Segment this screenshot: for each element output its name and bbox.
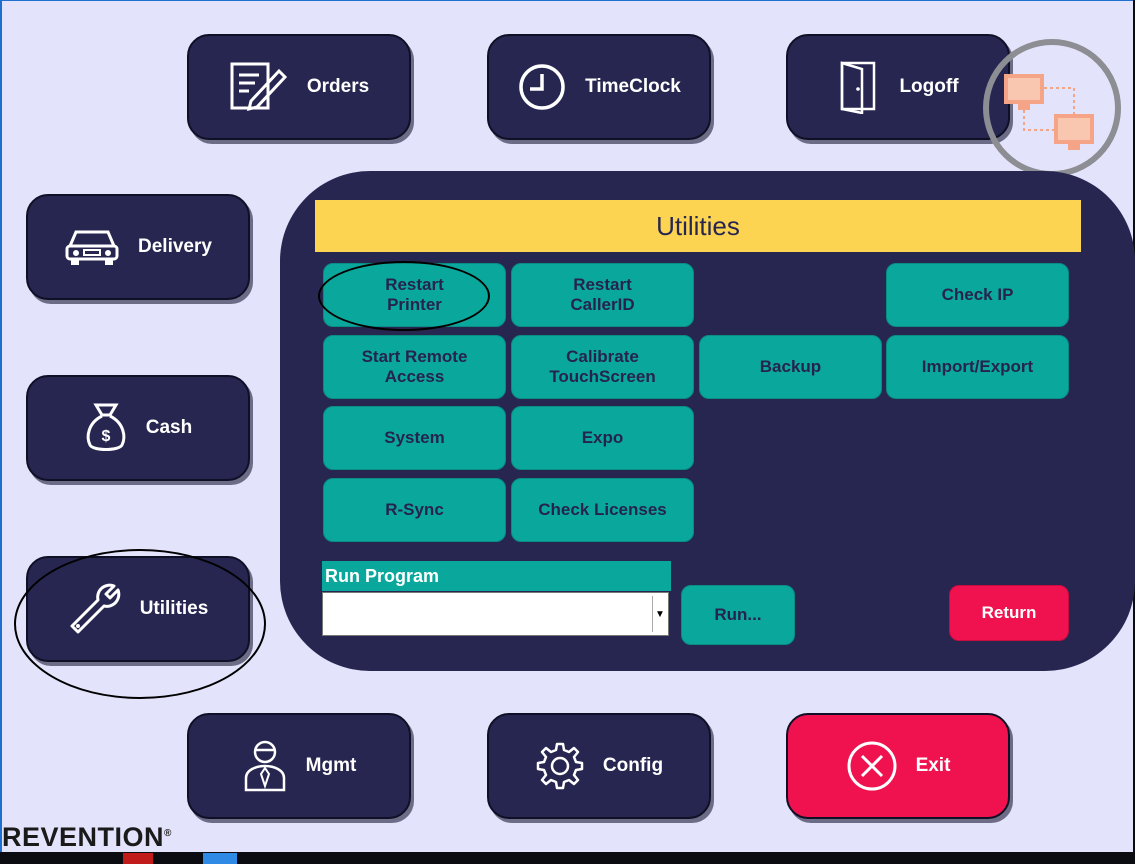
exit-button[interactable]: Exit <box>786 713 1010 819</box>
close-circle-icon <box>846 740 898 792</box>
config-button[interactable]: Config <box>487 713 711 819</box>
restart-printer-button[interactable]: Restart Printer <box>323 263 506 327</box>
taskbar-app-icon[interactable] <box>123 853 153 864</box>
dropdown-arrow-icon[interactable]: ▼ <box>652 596 667 632</box>
import-export-button[interactable]: Import/Export <box>886 335 1069 399</box>
clock-icon <box>517 62 567 112</box>
check-ip-button[interactable]: Check IP <box>886 263 1069 327</box>
wrench-icon <box>68 582 122 636</box>
run-program-select[interactable]: ▼ <box>322 592 669 636</box>
edit-document-icon <box>229 61 289 113</box>
config-label: Config <box>602 755 664 776</box>
orders-label: Orders <box>306 76 370 97</box>
delivery-button[interactable]: Delivery <box>26 194 250 300</box>
gear-icon <box>535 741 585 791</box>
start-remote-access-button[interactable]: Start Remote Access <box>323 335 506 399</box>
orders-button[interactable]: Orders <box>187 34 411 140</box>
revention-logo: REVENTION® <box>2 822 172 852</box>
logoff-label: Logoff <box>899 76 959 97</box>
cash-label: Cash <box>145 417 193 438</box>
exit-label: Exit <box>915 755 951 776</box>
network-status-icon <box>983 39 1121 177</box>
delivery-label: Delivery <box>138 236 212 257</box>
system-button[interactable]: System <box>323 406 506 470</box>
r-sync-button[interactable]: R-Sync <box>323 478 506 542</box>
run-button[interactable]: Run... <box>681 585 795 645</box>
logoff-button[interactable]: Logoff <box>786 34 1010 140</box>
svg-text:$: $ <box>101 428 110 445</box>
door-icon <box>837 60 881 114</box>
check-licenses-button[interactable]: Check Licenses <box>511 478 694 542</box>
run-program-label: Run Program <box>322 561 671 591</box>
expo-button[interactable]: Expo <box>511 406 694 470</box>
money-bag-icon: $ <box>84 403 128 453</box>
calibrate-touchscreen-button[interactable]: Calibrate TouchScreen <box>511 335 694 399</box>
timeclock-label: TimeClock <box>585 76 681 97</box>
restart-callerid-button[interactable]: Restart CallerID <box>511 263 694 327</box>
cash-button[interactable]: $ Cash <box>26 375 250 481</box>
car-icon <box>64 226 120 268</box>
taskbar-app-icon[interactable] <box>203 853 237 864</box>
backup-button[interactable]: Backup <box>699 335 882 399</box>
manager-person-icon <box>242 738 288 794</box>
mgmt-button[interactable]: Mgmt <box>187 713 411 819</box>
utilities-nav-label: Utilities <box>139 598 209 619</box>
mgmt-label: Mgmt <box>305 755 357 776</box>
timeclock-button[interactable]: TimeClock <box>487 34 711 140</box>
return-button[interactable]: Return <box>949 585 1069 641</box>
utilities-nav-button[interactable]: Utilities <box>26 556 250 662</box>
utilities-panel-title: Utilities <box>315 200 1081 252</box>
